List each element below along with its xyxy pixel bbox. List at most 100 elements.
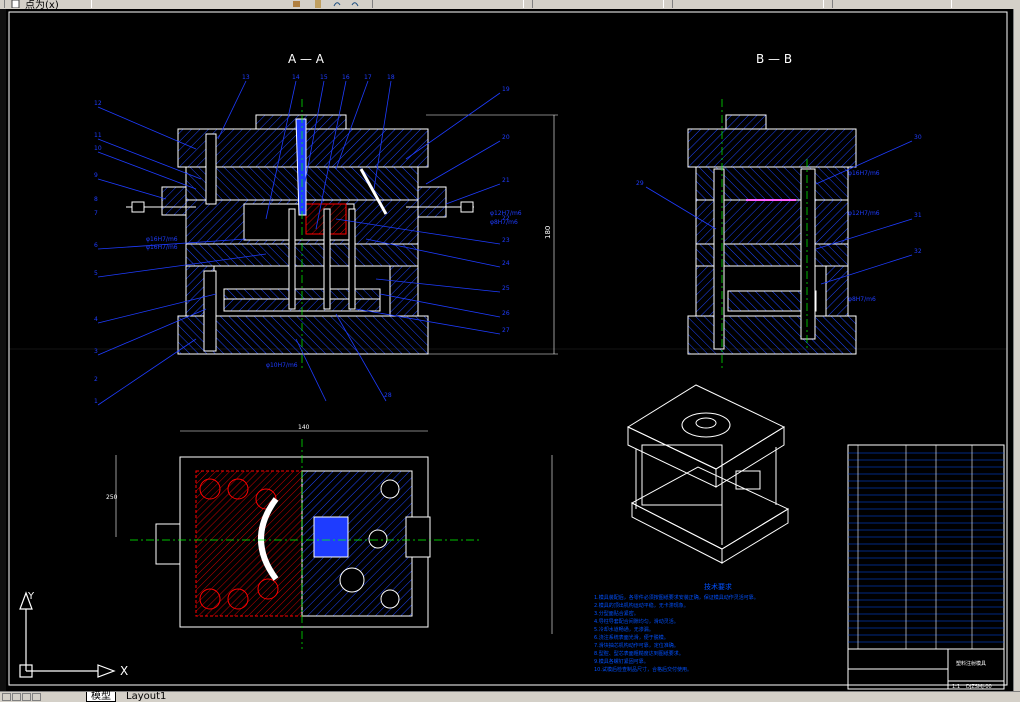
drawing-number: DJZSMJ-00: [966, 684, 992, 690]
redo-icon[interactable]: [350, 0, 360, 8]
title-block: 塑料注射模具 DJZSMJ-00 1:1: [847, 648, 1005, 690]
ucs-x-label: X: [120, 664, 128, 678]
svg-text:3: 3: [94, 348, 98, 355]
leader-lines: [97, 80, 501, 406]
isometric-view: [626, 384, 790, 564]
plan-view: 140 250: [106, 424, 553, 649]
plate-length-value: 250: [106, 494, 118, 501]
b-balloon-32: 32: [914, 248, 922, 255]
tech-line: 6.浇注系统表面光滑，便于脱模。: [594, 634, 669, 641]
svg-text:14: 14: [292, 74, 300, 81]
lineweight-dropdown[interactable]: [832, 0, 952, 8]
ejector-pin-2: [323, 208, 331, 310]
tech-title: 技术要求: [704, 582, 732, 591]
last-tab-button[interactable]: [32, 693, 41, 701]
svg-text:6: 6: [94, 242, 98, 249]
left-border: [0, 9, 6, 691]
side-cylinder: [405, 516, 431, 558]
tech-line: 1.模具装配后，各零件必须按图纸要求安装正确，保证模具动作灵活可靠。: [594, 594, 759, 601]
tech-line: 10.试模后检查制品尺寸，合格后交付使用。: [594, 666, 692, 673]
linetype-dropdown[interactable]: [672, 0, 824, 8]
svg-text:1: 1: [94, 398, 98, 405]
svg-text:24: 24: [502, 260, 510, 267]
balloon-labels-right: 19 20 21 22 23 24 25 26 27 28: [384, 86, 510, 399]
side-cylinder-left: [155, 523, 181, 565]
drawing-scale: 1:1: [952, 684, 960, 690]
b-guide-pin: [800, 168, 816, 340]
section-b-view: B — B 29 30 31 32 φ16H7/m6 φ12H7/m6 φ8H7…: [636, 52, 922, 369]
guide-pin: [205, 133, 217, 205]
svg-text:φ16H7/m6: φ16H7/m6: [146, 244, 178, 251]
b-fit-label-1: φ16H7/m6: [848, 170, 880, 177]
b-top-clamp-plate: [687, 128, 857, 168]
svg-text:φ10H7/m6: φ10H7/m6: [266, 362, 298, 369]
layout-tab-bar: 模型 Layout1: [0, 691, 1020, 702]
match-properties-icon[interactable]: [314, 0, 324, 8]
svg-text:10: 10: [94, 145, 102, 152]
title-toolbar-strip: 点为(x): [0, 0, 1020, 9]
file-name: 点为(x): [25, 0, 59, 9]
first-tab-button[interactable]: [2, 693, 11, 701]
layer-dropdown[interactable]: [372, 0, 524, 8]
b-spacer-right: [825, 265, 849, 317]
svg-text:5: 5: [94, 270, 98, 277]
technical-requirements: 技术要求 1.模具装配后，各零件必须按图纸要求安装正确，保证模具动作灵活可靠。 …: [594, 582, 759, 673]
section-a-view: A — A: [94, 52, 558, 406]
section-a-title: A — A: [288, 52, 325, 66]
svg-text:15: 15: [320, 74, 328, 81]
parts-list-table: [847, 444, 1005, 650]
svg-text:26: 26: [502, 310, 510, 317]
spacer-block-right: [389, 265, 419, 317]
height-dimension-value: 180: [544, 226, 552, 239]
tech-line: 5.冷却水道畅通，无渗漏。: [594, 626, 654, 633]
paste-icon[interactable]: [292, 0, 302, 8]
svg-text:7: 7: [94, 210, 98, 217]
svg-text:28: 28: [384, 392, 392, 399]
fit-labels-a: φ16H7/m6 φ16H7/m6 φ12H7/m6 φ8H7/m6 φ10H7…: [146, 210, 522, 369]
undo-icon[interactable]: [332, 0, 342, 8]
side-core-block: [417, 186, 447, 218]
return-pin: [203, 270, 217, 352]
svg-text:9: 9: [94, 172, 98, 179]
b-return-pin: [713, 168, 725, 350]
tech-line: 7.滑块抽芯机构动作可靠，定位准确。: [594, 642, 679, 649]
b-ejector-plate: [727, 290, 817, 312]
cavity-region: [195, 470, 303, 617]
tech-line: 4.导柱导套配合间隙均匀，滑动灵活。: [594, 618, 679, 625]
tech-line: 8.型腔、型芯表面粗糙度达到图纸要求。: [594, 650, 684, 657]
svg-text:22: 22: [502, 215, 510, 222]
svg-text:18: 18: [387, 74, 395, 81]
ejector-pin-3: [348, 208, 356, 310]
slider-block: [313, 516, 349, 558]
cad-model-space[interactable]: A — A: [6, 9, 1014, 691]
svg-text:φ16H7/m6: φ16H7/m6: [146, 236, 178, 243]
balloon-labels-left: 12 11 10 9 8 7 6 5 4 3 2 1: [94, 100, 102, 405]
tab-layout1[interactable]: Layout1: [126, 691, 167, 702]
drawing-frame: [8, 11, 1008, 686]
svg-text:12: 12: [94, 100, 102, 107]
slide-left: [161, 186, 187, 216]
svg-text:25: 25: [502, 285, 510, 292]
b-balloon-29: 29: [636, 180, 644, 187]
svg-text:2: 2: [94, 376, 98, 383]
file-tab[interactable]: 点为(x): [4, 0, 92, 9]
tech-line: 9.模具各螺钉紧固可靠。: [594, 658, 649, 665]
svg-text:13: 13: [242, 74, 250, 81]
svg-text:20: 20: [502, 134, 510, 141]
next-tab-button[interactable]: [22, 693, 31, 701]
svg-text:φ8H7/m6: φ8H7/m6: [490, 219, 518, 226]
vertical-scrollbar[interactable]: [1013, 9, 1020, 691]
svg-text:19: 19: [502, 86, 510, 93]
b-bottom-clamp-plate: [687, 315, 857, 355]
b-fit-label-3: φ8H7/m6: [848, 296, 876, 303]
side-nut-left: [131, 201, 145, 213]
side-nut-right: [460, 201, 474, 213]
bottom-clamp-plate: [177, 315, 429, 355]
color-dropdown[interactable]: [532, 0, 664, 8]
prev-tab-button[interactable]: [12, 693, 21, 701]
svg-text:27: 27: [502, 327, 510, 334]
b-locating-ring: [725, 114, 767, 130]
section-b-title: B — B: [756, 52, 792, 66]
top-width-value: 140: [298, 424, 310, 431]
svg-text:23: 23: [502, 237, 510, 244]
